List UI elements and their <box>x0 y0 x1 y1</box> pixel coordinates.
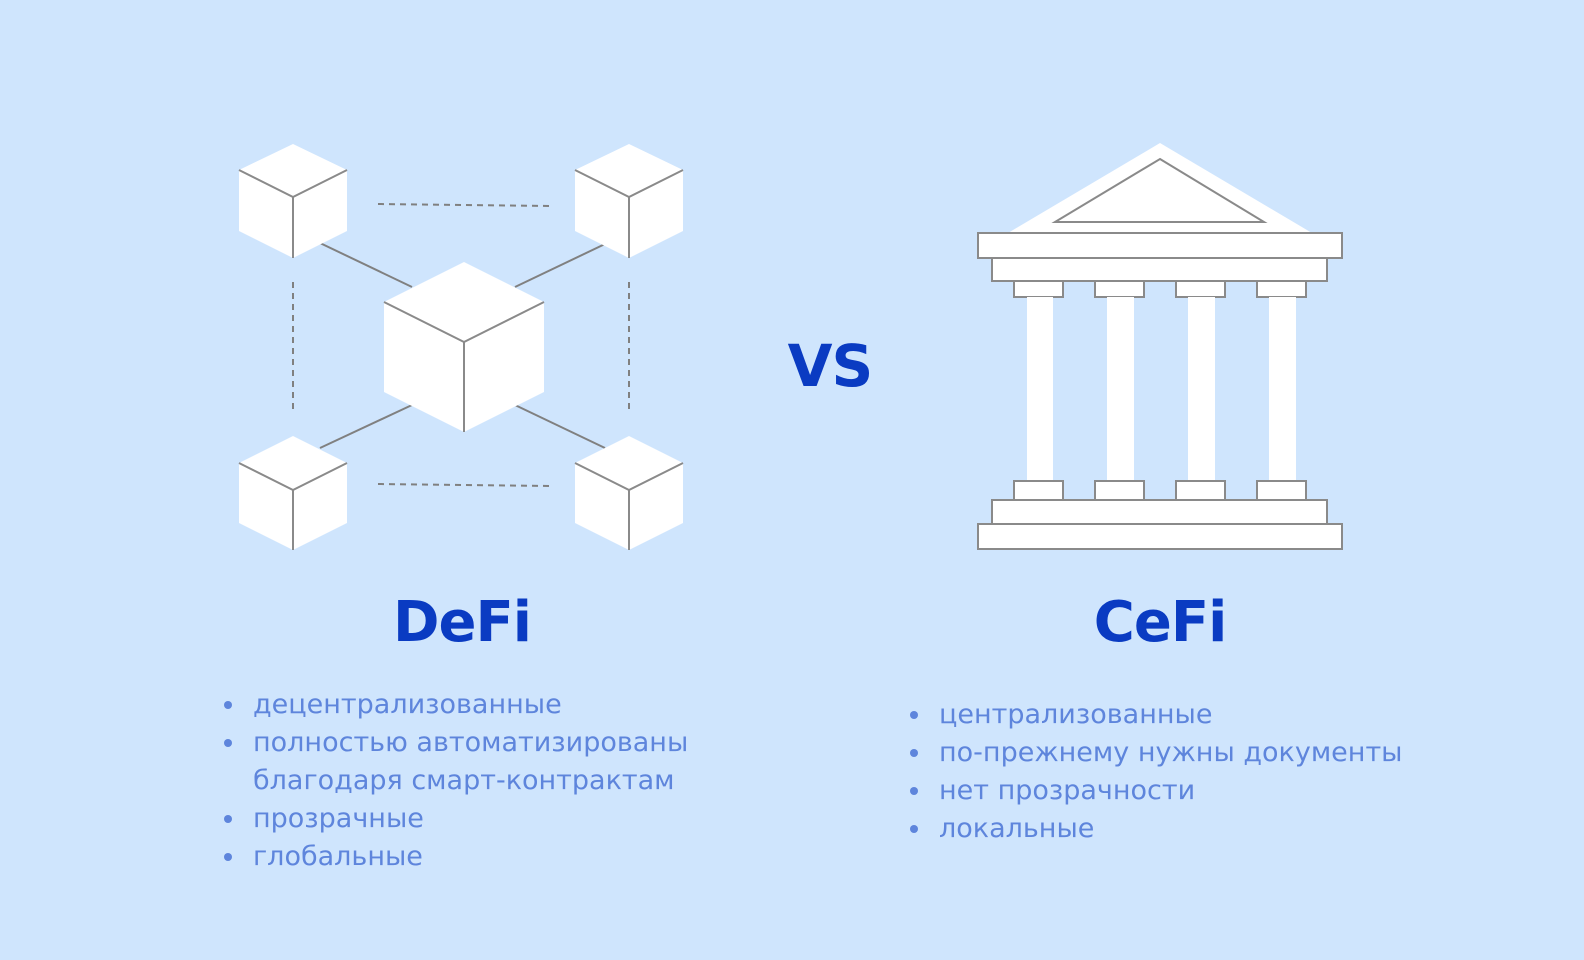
link-top-left <box>319 242 413 288</box>
link-bottom-right <box>514 404 606 449</box>
cefi-feature-item: локальные <box>910 810 1550 848</box>
dotted-connector-top <box>377 203 551 207</box>
link-top-right <box>514 243 606 288</box>
cefi-feature-item: нет прозрачности <box>910 772 1550 810</box>
defi-feature-item: прозрачные <box>224 800 784 838</box>
bank-base-lower <box>977 523 1343 550</box>
dotted-connector-bottom <box>377 483 551 487</box>
cube-top-left-icon <box>238 144 348 258</box>
bank-building-icon <box>977 143 1343 550</box>
cube-top-right-icon <box>574 144 684 258</box>
cefi-title: CeFi <box>1093 590 1228 655</box>
cefi-feature-list: централизованные по-прежнему нужны докум… <box>910 696 1550 848</box>
bank-pediment-inner <box>1051 157 1268 223</box>
cefi-feature-item: централизованные <box>910 696 1550 734</box>
defi-title: DeFi <box>393 590 532 655</box>
defi-feature-item: глобальные <box>224 838 784 876</box>
cube-center-icon <box>383 262 545 432</box>
defi-feature-item: децентрализованные <box>224 686 784 724</box>
defi-feature-item: полностью автоматизированы благодаря сма… <box>224 724 784 800</box>
bank-base-upper <box>991 499 1328 525</box>
cube-bottom-left-icon <box>238 436 348 550</box>
network-connectors <box>292 203 630 487</box>
cefi-feature-item: по-прежнему нужны документы <box>910 734 1550 772</box>
cube-bottom-right-icon <box>574 436 684 550</box>
blockchain-network-icon <box>238 144 684 550</box>
bank-frieze <box>991 257 1328 282</box>
bank-entablature <box>977 232 1343 259</box>
defi-feature-list: децентрализованные полностью автоматизир… <box>224 686 784 876</box>
bank-pediment <box>1008 143 1312 233</box>
vs-label: VS <box>787 332 874 400</box>
link-bottom-left <box>319 404 413 449</box>
